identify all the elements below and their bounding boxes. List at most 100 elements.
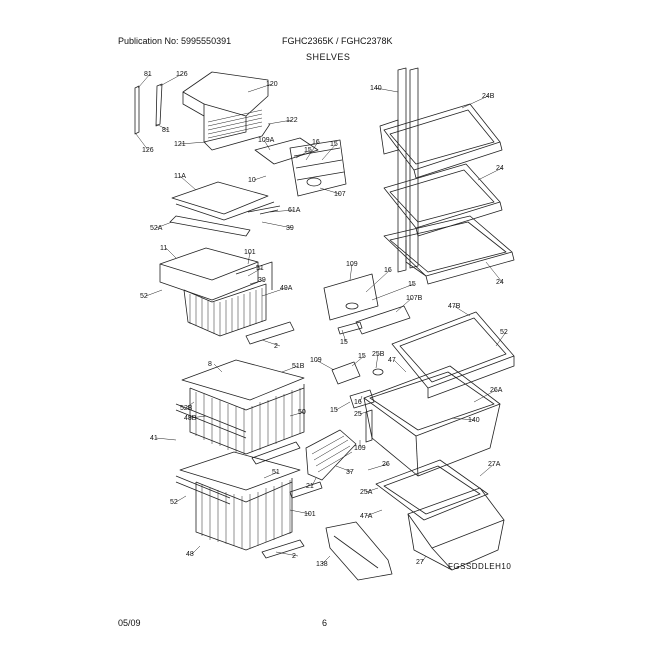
wire-basket-52b bbox=[175, 359, 305, 465]
leader-line bbox=[351, 355, 365, 367]
leader-line bbox=[359, 411, 367, 415]
leader-line bbox=[289, 411, 305, 417]
leader-line bbox=[461, 95, 489, 109]
leader-line bbox=[315, 359, 335, 371]
leader-line bbox=[261, 221, 293, 229]
part-callout: 15 bbox=[304, 147, 312, 154]
part-callout: 138 bbox=[316, 561, 328, 568]
part-callout: 39 bbox=[286, 225, 294, 232]
part-callout: 101 bbox=[244, 249, 256, 256]
part-callout: 2 bbox=[292, 553, 296, 560]
part-callout: 81 bbox=[162, 127, 170, 134]
bin-138 bbox=[325, 521, 393, 581]
leader-line bbox=[473, 389, 497, 403]
leader-line bbox=[137, 73, 151, 89]
basket-wires bbox=[201, 480, 291, 548]
part-callout: 47A bbox=[360, 513, 373, 520]
page-number: 6 bbox=[322, 618, 328, 628]
leader-line bbox=[269, 209, 295, 213]
part-callout: 52 bbox=[170, 499, 178, 506]
part-callout: 24 bbox=[496, 279, 504, 286]
basket-frame-top bbox=[179, 451, 301, 491]
wire-basket-49a bbox=[159, 247, 295, 345]
part-callout: 37 bbox=[346, 469, 354, 476]
part-callout: 109 bbox=[354, 445, 366, 452]
footer-date: 05/09 bbox=[118, 618, 141, 628]
part-callout: 121 bbox=[174, 141, 186, 148]
basket-body bbox=[189, 384, 305, 455]
leader-line bbox=[281, 365, 299, 373]
part-callout: 8 bbox=[208, 361, 212, 368]
leader-line bbox=[365, 487, 379, 493]
leader-line bbox=[185, 401, 195, 409]
part-callout: 11A bbox=[174, 173, 186, 180]
part-callout: 39 bbox=[258, 277, 266, 284]
leader-line bbox=[275, 551, 299, 557]
part-callout: 52 bbox=[140, 293, 148, 300]
part-callout: 51B bbox=[292, 363, 305, 370]
slider-pieces bbox=[331, 361, 384, 443]
basket-runner bbox=[175, 475, 231, 505]
part-callout: 16 bbox=[312, 139, 320, 146]
part-callout: 140 bbox=[468, 417, 480, 424]
part-callout: 122 bbox=[286, 117, 298, 124]
humidity-slider-assembly bbox=[323, 273, 411, 335]
leader-line bbox=[479, 463, 495, 477]
leader-line bbox=[341, 329, 347, 343]
part-callout: 15 bbox=[330, 141, 338, 148]
crisper-drawer-26 bbox=[363, 365, 501, 477]
basket-rail bbox=[245, 321, 295, 345]
cover-107b bbox=[355, 305, 411, 335]
crisper-drawer-27 bbox=[407, 487, 505, 571]
part-callout: 26 bbox=[382, 461, 390, 468]
leader-line bbox=[375, 353, 379, 369]
leader-lines bbox=[135, 73, 507, 565]
leader-line bbox=[319, 187, 341, 195]
figure-code: FGSSDDLEH10 bbox=[448, 562, 512, 571]
leader-line bbox=[395, 297, 413, 313]
part-callout: 48B bbox=[184, 415, 197, 422]
part-callout: 24B bbox=[482, 93, 495, 100]
part-callout: 120 bbox=[266, 81, 278, 88]
part-callout: 48 bbox=[186, 551, 194, 558]
leader-line bbox=[249, 279, 265, 285]
part-callout: 61A bbox=[288, 207, 301, 214]
leader-line bbox=[253, 175, 267, 181]
part-callout: 47 bbox=[388, 357, 396, 364]
part-callout: 25B bbox=[372, 351, 385, 358]
leader-line bbox=[179, 141, 207, 145]
part-callout: 47B bbox=[448, 303, 461, 310]
publication-number: Publication No: 5995550391 bbox=[118, 36, 232, 46]
leader-line bbox=[375, 87, 399, 93]
part-callout: 107 bbox=[334, 191, 346, 198]
part-callout: 101 bbox=[304, 511, 316, 518]
part-callout: 2 bbox=[274, 343, 278, 350]
basket-wires bbox=[189, 288, 263, 336]
part-callout: 21 bbox=[306, 483, 314, 490]
part-callout: 15 bbox=[358, 353, 366, 360]
part-callout: 81 bbox=[144, 71, 152, 78]
part-callout: 15 bbox=[340, 339, 348, 346]
side-bracket bbox=[134, 83, 163, 135]
leader-line bbox=[155, 437, 177, 441]
part-callout: 51 bbox=[272, 469, 280, 476]
part-callout: 11 bbox=[160, 245, 167, 252]
part-callout: 140 bbox=[370, 85, 382, 92]
leader-line bbox=[335, 465, 353, 473]
leader-line bbox=[189, 415, 207, 419]
leader-line bbox=[311, 477, 317, 487]
leader-line bbox=[263, 139, 271, 151]
glass-shelf-24b bbox=[379, 103, 503, 179]
basket-wires bbox=[195, 388, 301, 454]
leader-line bbox=[135, 133, 149, 151]
leader-line bbox=[289, 509, 311, 515]
leader-line bbox=[159, 73, 183, 87]
leader-line bbox=[371, 283, 415, 301]
leader-line bbox=[179, 175, 197, 191]
leader-line bbox=[321, 143, 337, 161]
support-tube bbox=[251, 441, 301, 465]
leader-line bbox=[453, 305, 471, 317]
